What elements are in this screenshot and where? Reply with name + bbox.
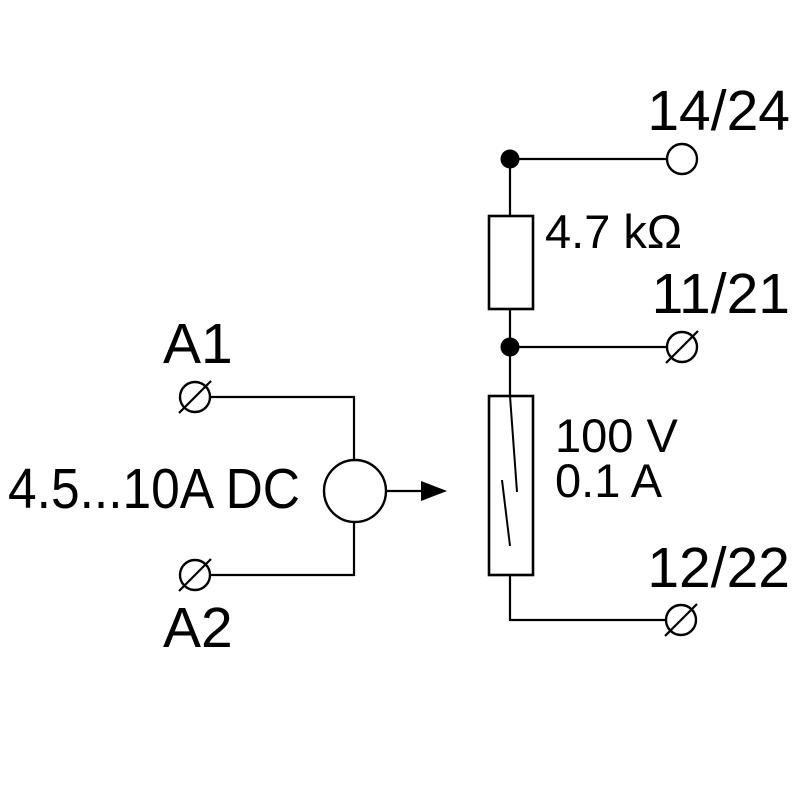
actuation-arrow-head-icon [421, 481, 447, 501]
contact-body [487, 394, 535, 577]
contact-fixed-blade [509, 395, 518, 493]
terminal-1121-icon [665, 330, 699, 364]
terminal-1222-label: 12/22 [647, 536, 790, 600]
terminal-a1-icon [178, 380, 212, 414]
supply-rating-label: 4.5...10A DC [8, 457, 300, 521]
contact-current-label: 0.1 A [555, 454, 663, 507]
coil-circle [322, 458, 388, 524]
reed-contact-icon [487, 394, 535, 577]
terminal-a2-label: A2 [163, 596, 233, 660]
input-coil-circuit: A1 A2 4.5...10A DC [8, 312, 447, 660]
junction-dot-top [500, 149, 520, 169]
coil-symbol-icon [322, 458, 447, 524]
output-contact-circuit: 14/24 11/21 12/22 4.7 kΩ 100 V 0.1 A [487, 79, 790, 637]
wire-a1-to-coil [210, 395, 356, 460]
terminal-1121-slash [665, 330, 699, 364]
terminal-1222-icon [664, 603, 698, 637]
wire-coil-to-a2 [210, 522, 356, 577]
terminal-1222-slash [664, 603, 698, 637]
terminal-1424-circle [665, 142, 699, 176]
contact-moving-blade [501, 479, 511, 547]
terminal-a2-slash [178, 558, 212, 592]
terminal-1121-label: 11/21 [652, 262, 790, 326]
terminal-1424-label: 14/24 [647, 79, 790, 143]
terminal-a1-label: A1 [163, 312, 233, 376]
junction-dot-middle [500, 337, 520, 357]
contact-voltage-label: 100 V [555, 409, 678, 462]
terminal-a1-slash [178, 380, 212, 414]
resistor-value-label: 4.7 kΩ [545, 205, 682, 258]
terminal-a2-icon [178, 558, 212, 592]
resistor-body-icon [487, 214, 535, 311]
